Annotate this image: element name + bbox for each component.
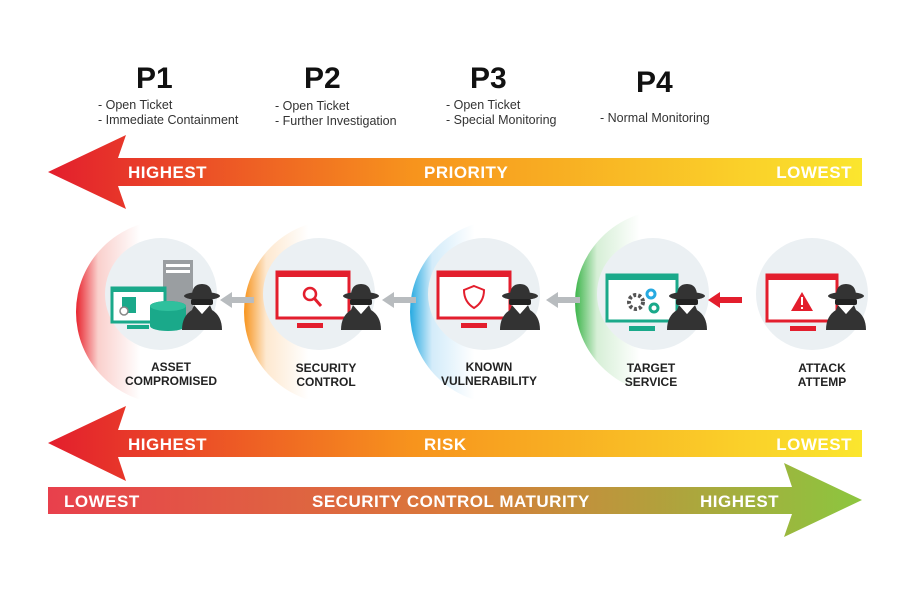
warning-monitor-icon — [765, 273, 839, 331]
label-line: ATTEMP — [797, 375, 847, 389]
label-line: SECURITY — [295, 361, 357, 375]
p4-item: - Normal Monitoring — [600, 111, 710, 125]
p4-heading: P4 — [636, 66, 673, 99]
p2-item: - Open Ticket — [275, 99, 350, 113]
arrow-left-icon — [708, 292, 742, 308]
risk-left-label: HIGHEST — [128, 435, 208, 454]
priority-right-label: LOWEST — [776, 163, 852, 182]
priority-center-label: PRIORITY — [424, 163, 509, 182]
p1-item: - Open Ticket — [98, 98, 173, 112]
maturity-center-label: SECURITY CONTROL MATURITY — [312, 492, 590, 511]
database-server-icon — [110, 260, 193, 331]
maturity-right-label: HIGHEST — [700, 492, 780, 511]
p3-heading: P3 — [470, 62, 507, 95]
label-line: COMPROMISED — [124, 374, 217, 388]
priority-bar: HIGHEST PRIORITY LOWEST — [48, 158, 862, 186]
maturity-arrow — [48, 463, 862, 537]
label-line: TARGET — [626, 361, 676, 375]
label-line: SERVICE — [624, 375, 678, 389]
label-line: KNOWN — [465, 360, 513, 374]
priority-arrow — [48, 135, 862, 209]
p2-item: - Further Investigation — [275, 114, 397, 128]
label-line: ATTACK — [798, 361, 846, 375]
risk-arrow — [48, 406, 862, 481]
label-line: VULNERABILITY — [441, 374, 537, 388]
p1-heading: P1 — [136, 62, 173, 95]
magnifier-monitor-icon — [275, 270, 351, 328]
risk-center-label: RISK — [424, 435, 467, 454]
label-line: ASSET — [150, 360, 191, 374]
arrow-left-icon — [382, 292, 416, 308]
p2-heading: P2 — [304, 62, 341, 95]
priority-left-label: HIGHEST — [128, 163, 208, 182]
arrow-left-icon — [220, 292, 254, 308]
gears-monitor-icon — [605, 273, 679, 331]
p1-item: - Immediate Containment — [98, 113, 239, 127]
shield-monitor-icon — [436, 270, 512, 328]
p3-item: - Special Monitoring — [446, 113, 557, 127]
label-line: CONTROL — [296, 375, 356, 389]
risk-bar: HIGHEST RISK LOWEST — [48, 430, 862, 458]
p3-item: - Open Ticket — [446, 98, 521, 112]
maturity-bar: LOWEST SECURITY CONTROL MATURITY HIGHEST — [48, 487, 862, 515]
arrow-left-icon — [546, 292, 580, 308]
risk-right-label: LOWEST — [776, 435, 852, 454]
maturity-left-label: LOWEST — [64, 492, 140, 511]
